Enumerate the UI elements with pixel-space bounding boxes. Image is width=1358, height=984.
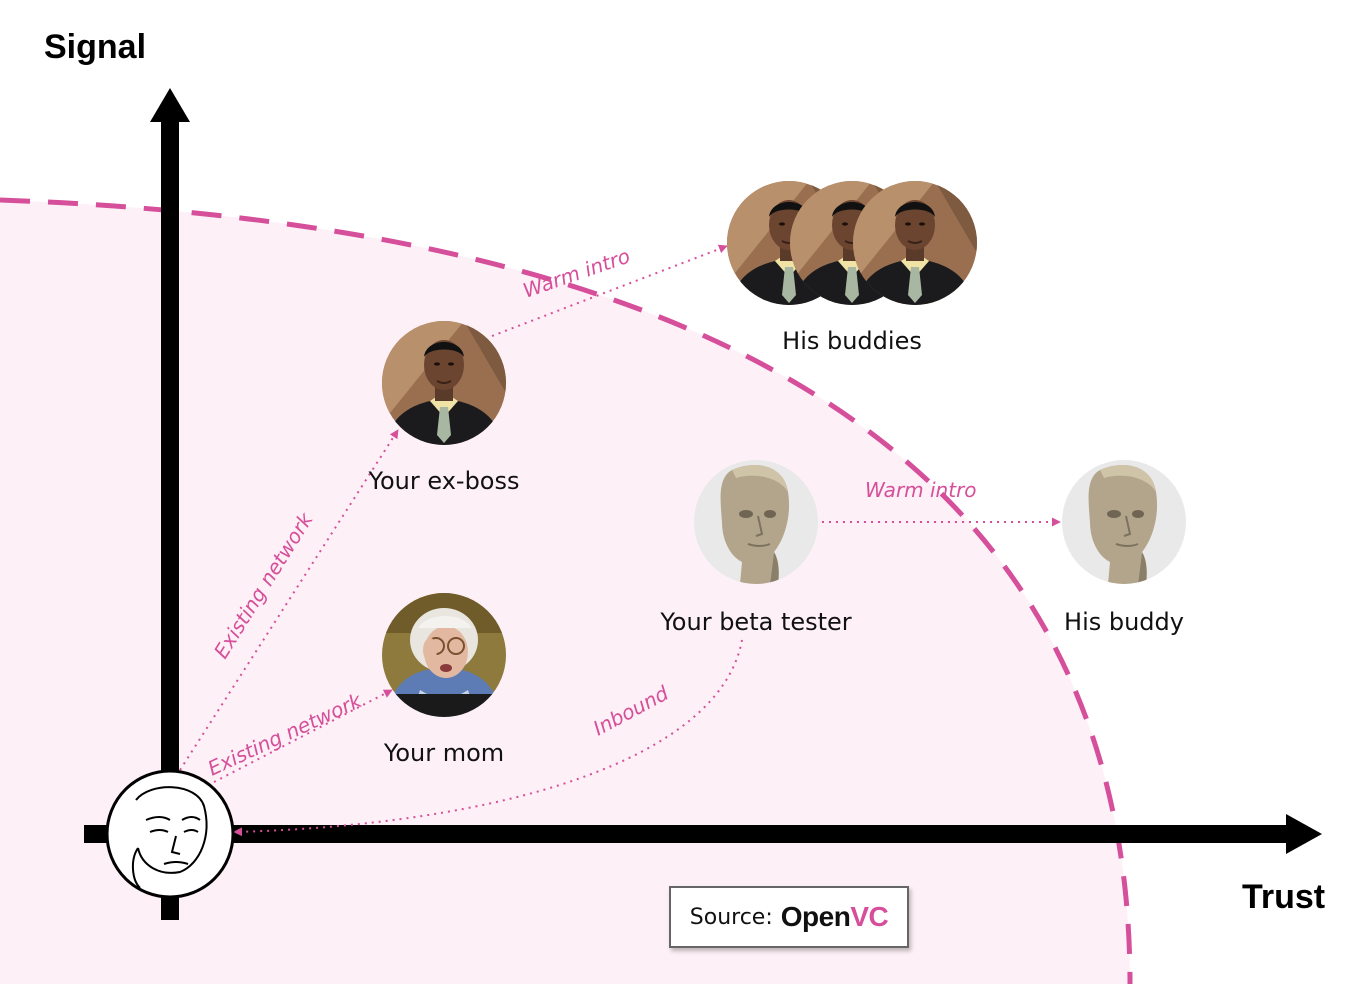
businessman-portrait-icon xyxy=(382,321,506,445)
beta-tester-node xyxy=(694,460,818,584)
buddies-label: His buddies xyxy=(782,327,922,355)
mom-label: Your mom xyxy=(383,739,504,767)
businessman-portrait-icon xyxy=(853,181,977,305)
buddies-node xyxy=(727,181,977,305)
you-node xyxy=(105,769,235,899)
edge-you-to-ex-boss xyxy=(179,429,399,771)
y-axis-title: Signal xyxy=(44,28,146,66)
y-axis-arrowhead xyxy=(150,88,190,122)
sad-wojak-face-icon xyxy=(132,786,208,889)
x-axis-arrowhead xyxy=(1286,814,1322,854)
buddy-label: His buddy xyxy=(1064,608,1184,636)
beta-tester-label: Your beta tester xyxy=(659,608,851,636)
ex-boss-label: Your ex-boss xyxy=(368,467,520,495)
edge-label-beta-to-buddy: Warm intro xyxy=(865,478,977,502)
edges xyxy=(179,244,1061,837)
trust-zone-fill xyxy=(0,200,1130,984)
ex-boss-node xyxy=(382,321,506,445)
trust-zone-boundary xyxy=(0,197,1133,984)
meme-man-head-icon xyxy=(1062,460,1186,584)
buddy-node xyxy=(1062,460,1186,584)
meme-man-head-icon xyxy=(694,460,818,584)
openvc-logo-open: Open xyxy=(780,901,851,932)
grandma-portrait-icon xyxy=(382,593,506,717)
source-box: Source: OpenVC xyxy=(669,886,909,948)
source-label: Source: xyxy=(689,904,773,930)
x-axis-title: Trust xyxy=(1242,878,1325,916)
mom-node xyxy=(382,593,506,717)
openvc-logo: OpenVC xyxy=(780,901,889,933)
openvc-logo-vc: VC xyxy=(850,901,889,932)
